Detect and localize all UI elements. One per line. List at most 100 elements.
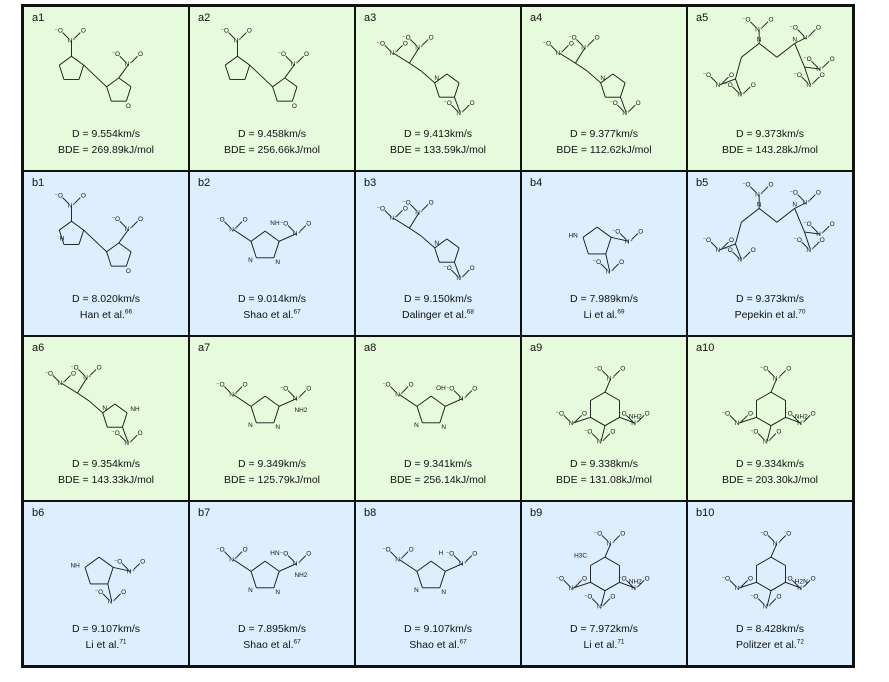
cell-label: a4 [530, 12, 543, 24]
nitro-o: O [811, 575, 816, 582]
nitro-o: O [472, 386, 477, 393]
nitro-group-n: N⁺ [58, 380, 66, 387]
cell-footer: Shao et al.67 [190, 309, 354, 321]
nitro-o-minus: ⁻O [112, 216, 120, 223]
nitro-o-minus: ⁻O [594, 365, 602, 372]
nitro-group-n: N⁺ [127, 568, 135, 575]
detonation-velocity: D = 9.338km/s [570, 458, 638, 470]
nitro-group-n: N⁺ [606, 269, 614, 276]
nitro-o: O [811, 410, 816, 417]
nitro-o: O [768, 182, 773, 189]
nitro-o: O [595, 34, 600, 41]
footer-text: Dalinger et al. [401, 309, 467, 321]
nitro-o-minus: ⁻O [280, 551, 288, 558]
nitro-group-n: N⁺ [229, 556, 237, 563]
ring-n: N [441, 589, 446, 596]
nitro-o: O [751, 82, 756, 89]
nitro-group-n: N⁺ [737, 257, 745, 264]
cell-footer: Li et al.69 [522, 309, 686, 321]
nitro-o-minus: ⁻O [784, 410, 792, 417]
nitro-o-minus: ⁻O [112, 51, 120, 58]
molecule-svg: N⁺O⁻ON⁺O⁻OHN [569, 226, 643, 276]
nitro-o-minus: ⁻O [722, 575, 730, 582]
ring-n: N [434, 75, 439, 82]
ring-n: N [275, 589, 280, 596]
nitro-o: O [816, 25, 821, 32]
nitro-group-n: N⁺ [763, 603, 771, 610]
cell-footer: Shao et al.67 [190, 639, 354, 651]
cell-label: a6 [32, 342, 45, 354]
nitro-group-n: N⁺ [229, 391, 237, 398]
nitro-o-minus: ⁻O [402, 34, 410, 41]
footer-text: BDE = 125.79kJ/mol [223, 474, 320, 486]
nitro-o-minus: ⁻O [111, 430, 119, 437]
ring-n: N [102, 405, 107, 412]
reference-number: 68 [466, 308, 475, 316]
nitro-o: O [247, 28, 252, 35]
nitro-o-minus: ⁻O [54, 193, 62, 200]
footer-text: BDE = 143.28kJ/mol [721, 144, 818, 156]
nitro-o: O [409, 547, 414, 554]
nitro-o-minus: ⁻O [446, 551, 454, 558]
cell-footer: Pepekin et al.70 [688, 309, 852, 321]
nitro-group-n: N⁺ [293, 560, 301, 567]
reference-number: 67 [293, 638, 301, 646]
nitro-o: O [429, 34, 434, 41]
nitro-o: O [830, 221, 835, 228]
nitro-o: O [610, 429, 615, 436]
nitro-group-n: N⁺ [735, 420, 743, 427]
footer-text: Shao et al. [243, 309, 294, 321]
detonation-velocity: D = 9.107km/s [404, 623, 472, 635]
nitro-o: O [569, 40, 574, 47]
nitro-group-n: N⁺ [456, 275, 464, 282]
nitro-o-minus: ⁻O [45, 370, 53, 377]
nitro-o: O [138, 216, 143, 223]
reference-number: 69 [617, 308, 625, 316]
cell-label: a10 [696, 342, 715, 354]
ring-o: O [126, 268, 131, 275]
nitro-o: O [403, 40, 408, 47]
ring-nh: OH [436, 385, 446, 392]
nitro-o-minus: ⁻O [703, 72, 711, 79]
molecule-svg: N⁺O⁻ON⁺O⁻OOH [54, 193, 143, 275]
cell-label: a5 [696, 12, 709, 24]
nitro-group-n: N⁺ [773, 540, 781, 547]
nitro-o: O [645, 410, 650, 417]
nitro-o: O [470, 100, 475, 107]
nitro-o: O [820, 237, 825, 244]
cell-footer: BDE = 256.14kJ/mol [356, 474, 520, 486]
nitro-o-minus: ⁻O [280, 221, 288, 228]
footer-text: Li et al. [583, 639, 618, 651]
nitro-o-minus: ⁻O [220, 28, 228, 35]
nitro-group-n: N⁺ [816, 66, 824, 73]
nitro-o-minus: ⁻O [593, 259, 601, 266]
cell-footer: BDE = 112.62kJ/mol [522, 144, 686, 156]
nitro-o-minus: ⁻O [402, 199, 410, 206]
ring-nh: NH [130, 406, 140, 413]
footer-text: BDE = 256.14kJ/mol [389, 474, 486, 486]
ring-n: N [275, 424, 280, 431]
cell-label: a7 [198, 342, 211, 354]
nitro-group-n: N⁺ [83, 374, 91, 381]
molecule-svg: N⁺O⁻ON⁺O⁻ON⁺O⁻ON [377, 34, 475, 116]
nitro-o: O [403, 205, 408, 212]
nitro-o-minus: ⁻O [742, 17, 750, 24]
detonation-velocity: D = 7.972km/s [570, 623, 638, 635]
nitro-group-n: N⁺ [67, 37, 75, 44]
cell-label: b10 [696, 507, 715, 519]
footer-text: Han et al. [79, 309, 125, 321]
footer-text: BDE = 131.08kJ/mol [555, 474, 652, 486]
ring-nh: NH [270, 220, 280, 227]
